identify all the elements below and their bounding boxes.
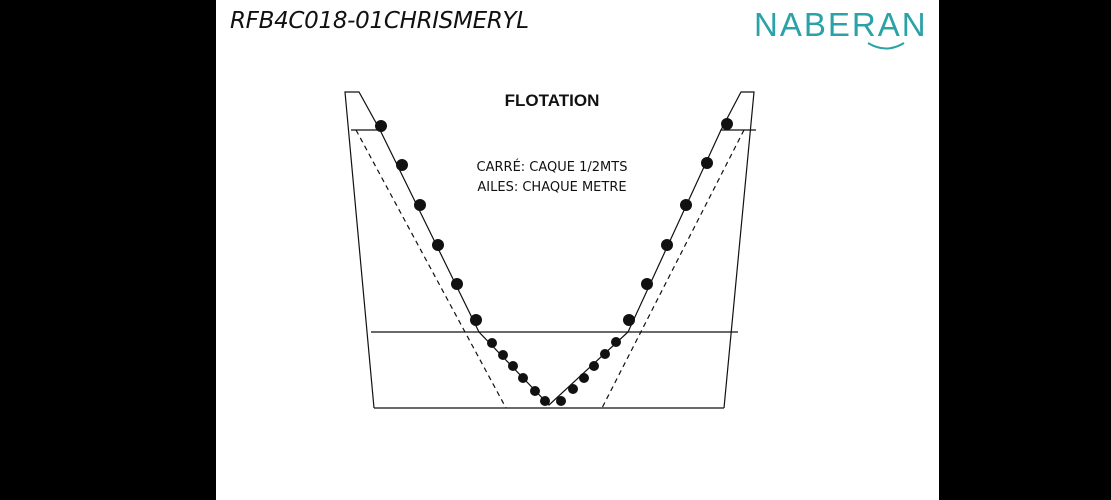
float <box>568 384 578 394</box>
float <box>701 157 713 169</box>
brand-swoosh-icon <box>867 42 905 50</box>
float <box>498 350 508 360</box>
float <box>721 118 733 130</box>
note-square: CARRÉ: CAQUE 1/2MTS <box>477 159 628 175</box>
flotation-diagram: FLOTATION CARRÉ: CAQUE 1/2MTS AILES: CHA… <box>344 91 756 409</box>
float <box>451 278 463 290</box>
float <box>432 239 444 251</box>
float <box>623 314 635 326</box>
float <box>470 314 482 326</box>
float <box>556 396 566 406</box>
right-dashed-line <box>601 129 745 409</box>
floats <box>375 118 733 406</box>
float <box>487 338 497 348</box>
footrope-dashed <box>355 129 745 409</box>
float <box>661 239 673 251</box>
float <box>589 361 599 371</box>
float <box>611 337 621 347</box>
float <box>530 386 540 396</box>
net-outline <box>344 91 756 409</box>
left-wing-outline <box>344 91 382 409</box>
brand-name: NABERAN <box>754 6 928 43</box>
float <box>641 278 653 290</box>
left-dashed-line <box>355 129 507 409</box>
headline-rope <box>379 129 722 406</box>
float <box>375 120 387 132</box>
float <box>579 373 589 383</box>
diagram-title: FLOTATION <box>505 91 600 110</box>
float <box>508 361 518 371</box>
reference-code: RFB4C018-01CHRISMERYL <box>230 8 529 34</box>
float <box>396 159 408 171</box>
float <box>600 349 610 359</box>
float <box>680 199 692 211</box>
right-wing-outline <box>720 91 756 409</box>
brand-logo: NABERAN <box>754 6 930 56</box>
float <box>518 373 528 383</box>
float <box>540 396 550 406</box>
float <box>414 199 426 211</box>
note-wings: AILES: CHAQUE METRE <box>477 180 626 195</box>
slide-page: RFB4C018-01CHRISMERYL NABERAN <box>216 0 939 500</box>
